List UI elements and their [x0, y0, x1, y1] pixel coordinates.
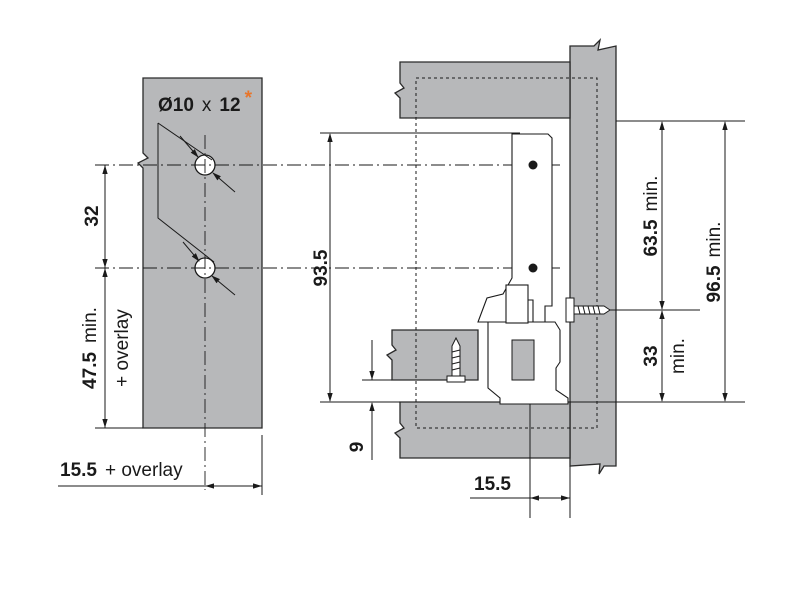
depth-label: 15.5	[474, 474, 511, 495]
bracket-hole-lower	[528, 263, 538, 273]
drill-leader-lower	[157, 123, 215, 263]
height-total-label: 93.5	[311, 249, 332, 286]
lower-height-min-label: min.	[668, 338, 689, 374]
runner-insert	[511, 339, 535, 381]
diameter-arrow-upper-b	[212, 172, 236, 193]
front-panel	[136, 77, 263, 429]
screw-horizontal-icon	[565, 297, 611, 323]
right-view: 93.5 9 15.5 63.5 min. 33 min. 96.5 min.	[311, 38, 745, 518]
bottom-panel	[393, 401, 571, 459]
diameter-arrow-lower-b	[211, 275, 236, 296]
diameter-arrow-lower-a	[182, 241, 200, 262]
runner-clip	[505, 284, 529, 324]
top-panel	[393, 61, 571, 119]
drill-label: Ø10 x 12 *	[158, 88, 253, 116]
spacing-label: 32	[82, 205, 103, 226]
full-height-label: 96.5 min.	[704, 222, 725, 303]
bottom-gap-label: 9	[347, 442, 368, 453]
drawer-side-panel	[385, 329, 479, 381]
bracket-hole-upper	[528, 160, 538, 170]
bottom-overlay-label: + overlay	[112, 309, 133, 387]
setback-label: 15.5 + overlay	[60, 460, 183, 481]
left-view: Ø10 x 12 * 32 47.5 min. + overlay 15.5 +…	[58, 77, 560, 495]
hidden-outline	[415, 77, 598, 429]
upper-height-label: 63.5 min.	[641, 176, 662, 257]
front-bracket	[477, 133, 553, 323]
bottom-distance-label: 47.5 min.	[80, 307, 101, 389]
lower-height-label: 33	[641, 345, 662, 366]
cabinet-side	[569, 38, 617, 475]
diameter-arrow-upper-a	[179, 135, 199, 158]
screw-vertical-icon	[446, 336, 466, 383]
